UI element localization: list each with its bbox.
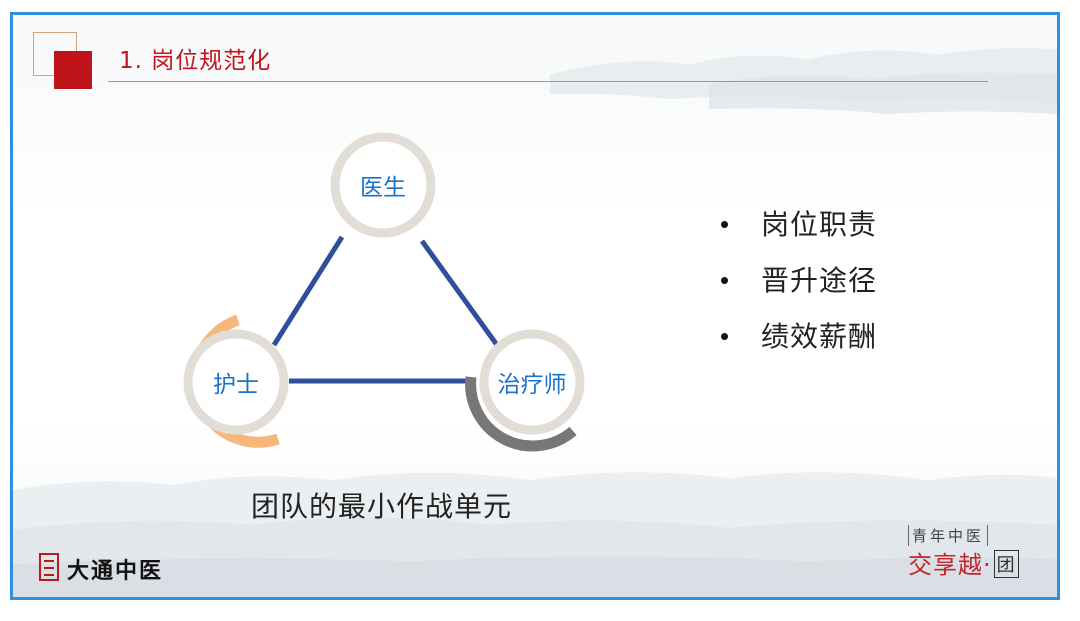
logo-right-top-text: 青年中医 [908,525,989,546]
bullet-item: 岗位职责 [721,205,877,261]
node-accent-arc-right [465,376,577,452]
logo-right-bottom: 交享越·团 [908,545,1019,580]
title-divider [108,81,988,82]
logo-left-text: 大通中医 [67,558,164,584]
connector-top-left [271,235,345,347]
bullet-text: 绩效薪酬 [761,320,878,353]
node-label-therapist: 治疗师 [497,372,567,398]
node-label-doctor: 医生 [360,175,406,201]
bullet-item: 绩效薪酬 [721,317,877,373]
bullet-dot-icon [721,277,728,284]
logo-right-bottom-text: 交享越· [908,551,992,579]
bullet-dot-icon [721,221,728,228]
team-triangle-diagram [183,132,585,452]
slide: 1. 岗位规范化 医生 护士 治疗师 团队的最小作战单元 岗位职责 晋升途径 绩… [10,12,1060,600]
bullet-dot-icon [721,333,728,340]
node-label-nurse: 护士 [213,372,259,398]
node-ring-left [183,329,289,435]
node-ring-right [479,329,585,435]
bullet-list: 岗位职责 晋升途径 绩效薪酬 [721,205,877,373]
slide-title: 1. 岗位规范化 [119,48,272,74]
diagram-caption: 团队的最小作战单元 [251,490,513,523]
youth-tcm-logo: 青年中医 交享越·团 [908,525,1038,585]
connector-top-right [419,239,500,347]
title-decoration-square [54,51,92,89]
bullet-text: 晋升途径 [761,264,878,297]
logo-right-box-text: 团 [993,550,1019,578]
seal-icon [39,553,59,581]
bullet-item: 晋升途径 [721,261,877,317]
mountain-background [13,47,1057,597]
bullet-text: 岗位职责 [761,208,878,241]
node-ring-top [330,132,436,238]
